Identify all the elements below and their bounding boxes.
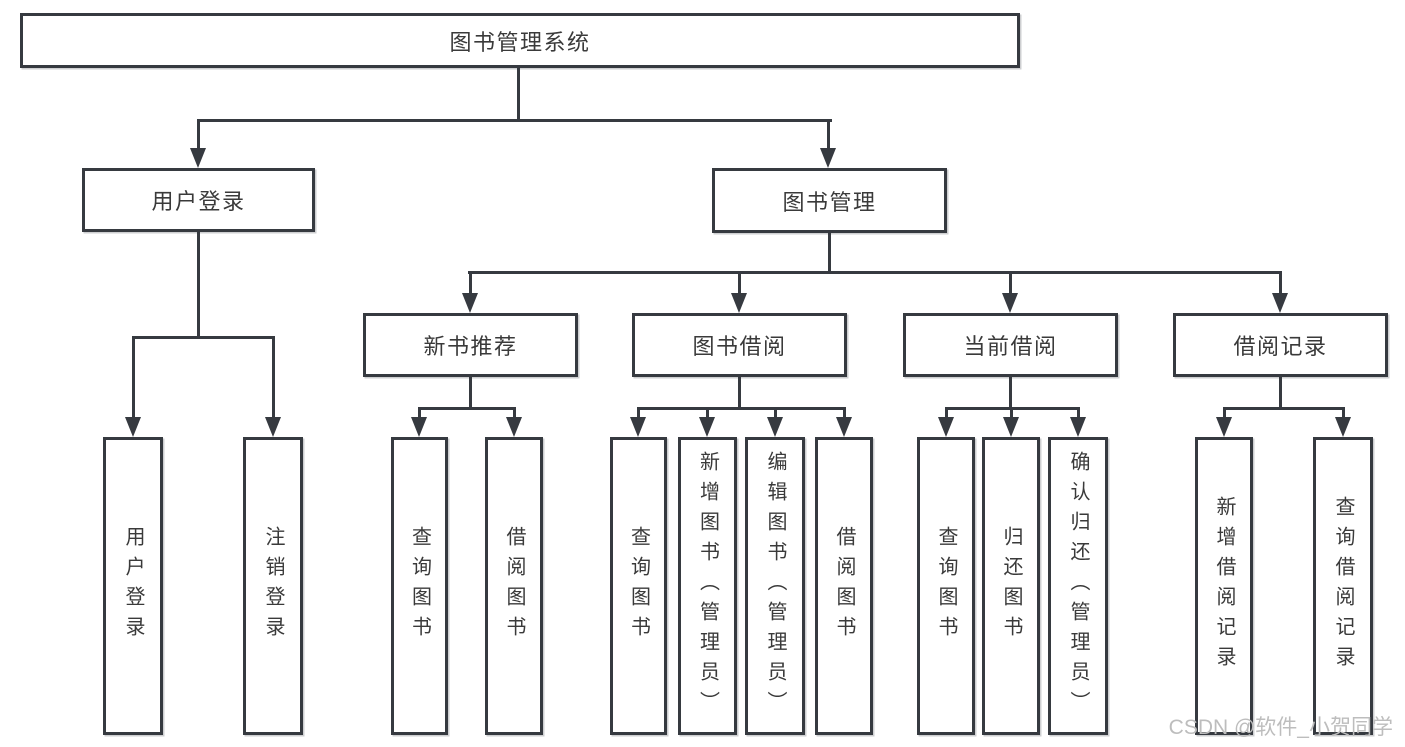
- node-root-library-system: 图书管理系统: [20, 13, 1020, 68]
- edge-book-management-stem: [828, 233, 831, 274]
- edge-to-current-borrowing: [1009, 271, 1012, 297]
- arrow-down-icon: [1272, 293, 1288, 313]
- leaf-current-return-books: 归还图书: [982, 437, 1040, 735]
- arrow-down-icon: [820, 148, 836, 168]
- leaf-borrowing-query-books-label: 查询图书: [627, 526, 650, 646]
- edge-records-stem: [1279, 377, 1282, 410]
- node-book-borrowing-label: 图书借阅: [692, 334, 787, 359]
- edge-to-new-book-recommend: [469, 271, 472, 297]
- edge-to-records-query: [1342, 407, 1345, 421]
- edge-to-records-add: [1223, 407, 1226, 421]
- node-user-login-label: 用户登录: [151, 189, 246, 214]
- edge-book-management-split: [468, 271, 1282, 274]
- arrow-down-icon: [1003, 417, 1019, 437]
- leaf-logout-label: 注销登录: [262, 526, 284, 646]
- arrow-down-icon: [1216, 417, 1232, 437]
- edge-to-current-return: [1010, 407, 1013, 421]
- edge-recommend-split: [418, 407, 516, 410]
- leaf-records-query-borrow-record-label: 查询借阅记录: [1332, 496, 1354, 676]
- edge-to-recommend-borrow: [513, 407, 516, 421]
- leaf-logout: 注销登录: [243, 437, 303, 735]
- edge-to-current-confirm: [1077, 407, 1080, 421]
- arrow-down-icon: [265, 417, 281, 437]
- edge-to-leaf-user-login: [132, 336, 135, 419]
- node-borrow-records-label: 借阅记录: [1233, 334, 1328, 359]
- edge-to-current-query: [945, 407, 948, 421]
- arrow-down-icon: [938, 417, 954, 437]
- edge-user-login-split: [132, 336, 274, 339]
- edge-to-book-borrowing: [738, 271, 741, 297]
- leaf-records-add-borrow-record-label: 新增借阅记录: [1213, 496, 1235, 676]
- edge-to-book-management: [827, 119, 830, 150]
- edge-user-login-stem: [197, 232, 200, 339]
- edge-current-stem: [1009, 377, 1012, 410]
- leaf-recommend-query-books: 查询图书: [391, 437, 448, 735]
- edge-records-split: [1223, 407, 1345, 410]
- edge-recommend-stem: [469, 377, 472, 410]
- leaf-user-login: 用户登录: [103, 437, 163, 735]
- arrow-down-icon: [462, 293, 478, 313]
- leaf-recommend-borrow-books-label: 借阅图书: [503, 526, 525, 646]
- arrow-down-icon: [411, 417, 427, 437]
- edge-to-borrowing-borrow: [843, 407, 846, 421]
- node-user-login: 用户登录: [82, 168, 315, 232]
- edge-to-borrowing-edit: [774, 407, 777, 421]
- node-borrow-records: 借阅记录: [1173, 313, 1388, 377]
- arrow-down-icon: [1335, 417, 1351, 437]
- arrow-down-icon: [506, 417, 522, 437]
- leaf-recommend-query-books-label: 查询图书: [408, 526, 431, 646]
- edge-root-stem: [517, 68, 520, 122]
- node-book-borrowing: 图书借阅: [632, 313, 847, 377]
- leaf-user-login-label: 用户登录: [122, 526, 144, 646]
- leaf-current-confirm-return-admin-label: 确认归还（管理员）: [1067, 451, 1089, 721]
- csdn-watermark: CSDN @软件_小贺同学: [1168, 716, 1393, 739]
- edge-root-split: [197, 119, 832, 122]
- node-current-borrowing: 当前借阅: [903, 313, 1118, 377]
- arrow-down-icon: [767, 417, 783, 437]
- leaf-borrowing-edit-books-admin-label: 编辑图书（管理员）: [764, 451, 786, 721]
- node-current-borrowing-label: 当前借阅: [963, 334, 1058, 359]
- leaf-current-query-books: 查询图书: [917, 437, 975, 735]
- arrow-down-icon: [190, 148, 206, 168]
- arrow-down-icon: [1002, 293, 1018, 313]
- leaf-current-confirm-return-admin: 确认归还（管理员）: [1048, 437, 1108, 735]
- leaf-borrowing-borrow-books-label: 借阅图书: [833, 526, 855, 646]
- edge-to-leaf-logout: [272, 336, 275, 419]
- edge-borrowing-stem: [738, 377, 741, 410]
- leaf-records-add-borrow-record: 新增借阅记录: [1195, 437, 1253, 735]
- edge-to-recommend-query: [418, 407, 421, 421]
- leaf-current-query-books-label: 查询图书: [935, 526, 957, 646]
- node-new-book-recommend-label: 新书推荐: [423, 334, 518, 359]
- node-book-management: 图书管理: [712, 168, 947, 233]
- leaf-borrowing-edit-books-admin: 编辑图书（管理员）: [745, 437, 805, 735]
- leaf-records-query-borrow-record: 查询借阅记录: [1313, 437, 1373, 735]
- edge-to-borrowing-add: [706, 407, 709, 421]
- node-root-label: 图书管理系统: [449, 29, 591, 55]
- arrow-down-icon: [125, 417, 141, 437]
- arrow-down-icon: [836, 417, 852, 437]
- node-new-book-recommend: 新书推荐: [363, 313, 578, 377]
- edge-to-borrow-records: [1279, 271, 1282, 297]
- leaf-borrowing-query-books: 查询图书: [610, 437, 667, 735]
- arrow-down-icon: [699, 417, 715, 437]
- edge-to-borrowing-query: [637, 407, 640, 421]
- arrow-down-icon: [630, 417, 646, 437]
- arrow-down-icon: [1070, 417, 1086, 437]
- node-book-management-label: 图书管理: [782, 189, 877, 215]
- edge-to-user-login: [197, 119, 200, 150]
- leaf-borrowing-borrow-books: 借阅图书: [815, 437, 873, 735]
- leaf-borrowing-add-books-admin: 新增图书（管理员）: [678, 437, 737, 735]
- leaf-borrowing-add-books-admin-label: 新增图书（管理员）: [696, 451, 719, 721]
- leaf-current-return-books-label: 归还图书: [1000, 526, 1022, 646]
- edge-borrowing-split: [637, 407, 846, 410]
- leaf-recommend-borrow-books: 借阅图书: [485, 437, 543, 735]
- arrow-down-icon: [731, 293, 747, 313]
